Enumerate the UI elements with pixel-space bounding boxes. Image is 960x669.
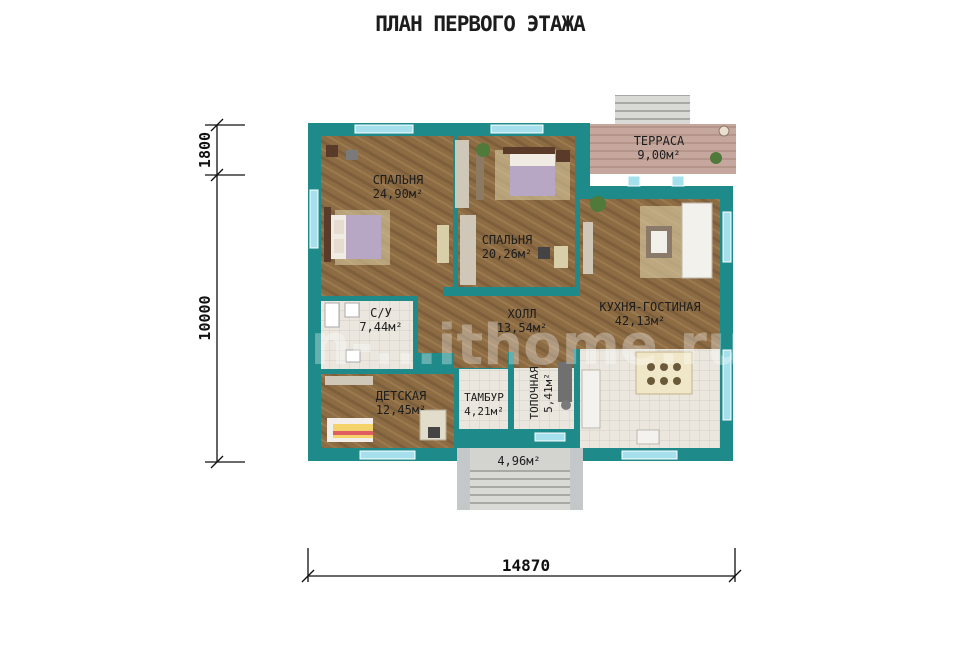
bedroom-1-furniture: [324, 140, 469, 265]
hall-floor: [418, 296, 580, 353]
living-furniture: [583, 196, 713, 279]
porch-side-left: [457, 448, 470, 510]
plan-title: ПЛАН ПЕРВОГО ЭТАЖА: [375, 12, 586, 36]
watermark: plan-...ithome.ru: [213, 313, 746, 378]
dimension-house-depth: 10000: [196, 295, 214, 340]
terrace-steps: [615, 95, 690, 125]
room-name-kids: ДЕТСКАЯ: [376, 389, 427, 403]
room-name-vestibule: ТАМБУР: [464, 391, 504, 404]
terrace-deck: [584, 124, 736, 174]
windows: [309, 124, 732, 460]
bathroom-furniture: [324, 302, 361, 363]
room-name-bathroom: С/У: [370, 306, 392, 320]
room-name-terrace: ТЕРРАСА: [634, 134, 685, 148]
room-area-vestibule: 4,21м²: [464, 405, 504, 418]
room-area-porch: 4,96м²: [497, 454, 540, 468]
room-area-bedroom-1: 24,90м²: [373, 187, 424, 201]
room-name-boiler: ТОПОЧНАЯ: [528, 366, 541, 419]
room-area-bathroom: 7,44м²: [359, 320, 402, 334]
room-area-kids: 12,45м²: [376, 403, 427, 417]
boiler-furniture: [558, 362, 572, 410]
plant-icon: [476, 143, 490, 157]
room-name-bedroom-2: СПАЛЬНЯ: [482, 233, 533, 247]
room-area-hall: 13,54м²: [497, 321, 548, 335]
kitchen-furniture: [581, 351, 693, 445]
room-name-bedroom-1: СПАЛЬНЯ: [373, 173, 424, 187]
room-area-bedroom-2: 20,26м²: [482, 247, 533, 261]
plant-icon: [590, 196, 606, 212]
room-area-boiler: 5,41м²: [542, 373, 555, 413]
room-area-kitchen: 42,13м²: [615, 314, 666, 328]
plant-icon: [710, 152, 722, 164]
vestibule-floor: [459, 369, 508, 429]
porch-steps: [470, 470, 570, 510]
dimension-terrace-depth: 1800: [196, 132, 214, 168]
kids-furniture: [325, 376, 447, 442]
room-name-hall: ХОЛЛ: [508, 307, 537, 321]
hall-lower-floor: [454, 353, 580, 368]
dimension-lines: [205, 118, 742, 583]
room-area-terrace: 9,00м²: [637, 148, 680, 162]
bedroom-2-furniture: [460, 143, 570, 285]
terrace-chair: [718, 125, 730, 137]
porch-side-right: [570, 448, 583, 510]
room-name-kitchen: КУХНЯ-ГОСТИНАЯ: [599, 300, 700, 314]
dimension-total-width: 14870: [502, 556, 550, 575]
